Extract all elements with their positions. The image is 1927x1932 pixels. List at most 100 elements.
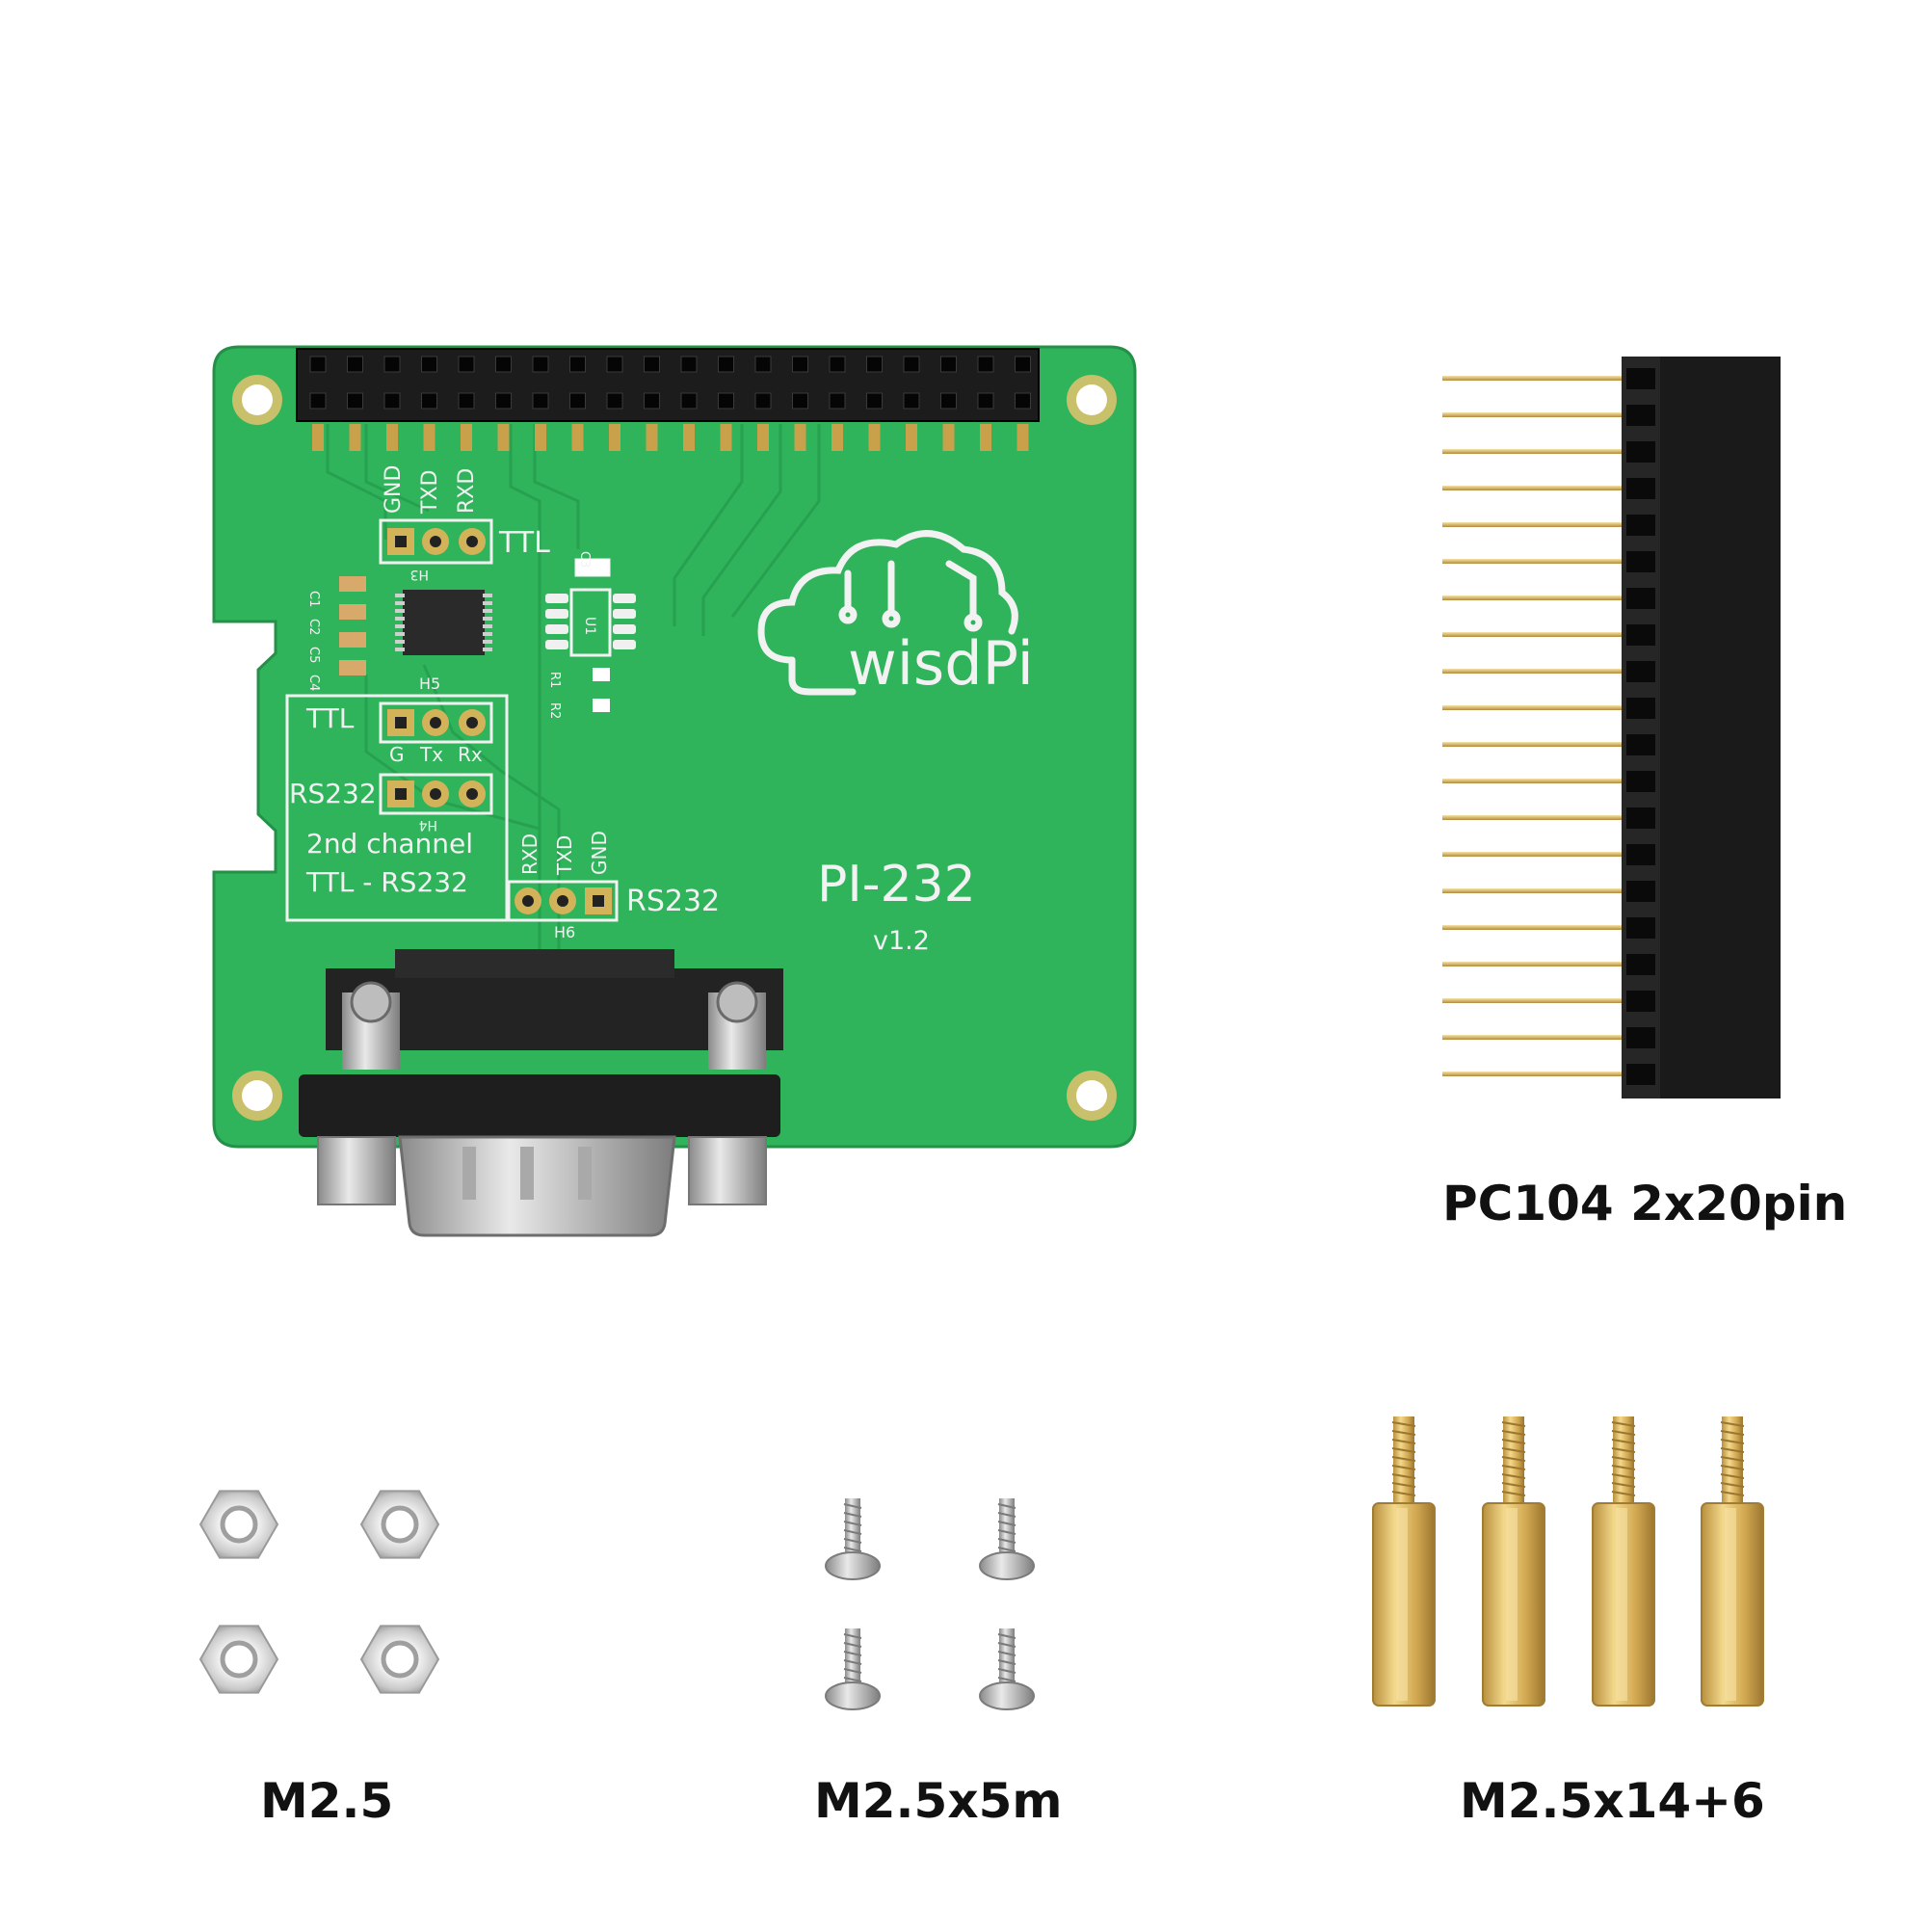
- standoffs-group: [1372, 1416, 1764, 1707]
- standoff-thread-line: [1720, 1456, 1745, 1462]
- standoff-thread-line: [1501, 1482, 1526, 1488]
- pc104-slot: [1626, 807, 1655, 829]
- standoff-thread-line: [1391, 1482, 1416, 1488]
- gpio-solder: [868, 424, 881, 451]
- standoff-highlight: [1506, 1508, 1518, 1701]
- gpio-solder: [757, 424, 769, 451]
- gpio-socket: [792, 392, 808, 410]
- ic-pin: [483, 617, 492, 621]
- pc104-pin: [1442, 376, 1625, 381]
- ic-pin: [395, 609, 405, 613]
- gpio-socket: [532, 356, 549, 373]
- screw-thread: [843, 1677, 862, 1682]
- nut-hole: [220, 1505, 258, 1544]
- pc104-slot: [1626, 954, 1655, 975]
- pc104-slot: [1626, 515, 1655, 536]
- ic-pin: [395, 640, 405, 644]
- gpio-socket: [495, 392, 512, 410]
- gpio-solder: [461, 424, 472, 451]
- pc104-pin: [1442, 595, 1625, 600]
- standoff-thread-line: [1391, 1491, 1416, 1496]
- pc104-slot: [1626, 551, 1655, 572]
- h3-ref: H3: [410, 567, 429, 582]
- gpio-solder: [386, 424, 398, 451]
- cap-c1: C1: [306, 591, 321, 607]
- rs232-ic: [395, 590, 492, 655]
- standoff-thread-line: [1611, 1456, 1636, 1462]
- ic-pin: [483, 624, 492, 628]
- ic-pin: [483, 594, 492, 597]
- pc104-slot: [1626, 1027, 1655, 1048]
- board-version: v1.2: [873, 926, 930, 956]
- pc104-pin: [1442, 449, 1625, 454]
- standoff-thread-line: [1720, 1465, 1745, 1470]
- h5-pin-tx: Tx: [419, 743, 443, 766]
- pc104-slot: [1626, 368, 1655, 389]
- pc104-slot: [1626, 734, 1655, 755]
- standoff-thread-line: [1391, 1430, 1416, 1436]
- silkscreen: GND TXD RXD TTL H3 C1 C2 C3 C5 C4 U1 R1 …: [289, 465, 1034, 956]
- cap-c3: C3: [577, 551, 592, 568]
- gpio-solder: [349, 424, 361, 451]
- standoff-thread-line: [1611, 1491, 1636, 1496]
- h5-pin-g: G: [389, 743, 405, 766]
- board-model: PI-232: [817, 856, 976, 913]
- pc104-slot: [1626, 1064, 1655, 1085]
- screw-thread: [997, 1521, 1016, 1526]
- standoff-thread-line: [1611, 1447, 1636, 1453]
- ic-pin: [395, 601, 405, 605]
- ic-pin: [483, 640, 492, 644]
- capacitors: [339, 558, 611, 712]
- pc104-pin: [1442, 632, 1625, 637]
- gpio-socket: [903, 356, 920, 373]
- screw-head: [979, 1681, 1035, 1710]
- res-r1: R1: [547, 672, 562, 688]
- u1-ic: [545, 588, 636, 657]
- screw-thread: [997, 1633, 1016, 1639]
- gpio-socket: [718, 356, 734, 373]
- gpio-socket: [829, 356, 846, 373]
- h5-ref: H5: [419, 675, 440, 693]
- standoff-thread-line: [1720, 1491, 1745, 1496]
- screw-thread: [843, 1651, 862, 1656]
- screw-thread: [843, 1547, 862, 1552]
- label-pc104-header: PC104 2x20pin: [1442, 1176, 1848, 1231]
- standoff-thread-line: [1611, 1465, 1636, 1470]
- gpio-solder: [906, 424, 917, 451]
- pc104-slot: [1626, 588, 1655, 609]
- gpio-solder: [497, 424, 510, 451]
- gpio-socket: [829, 392, 846, 410]
- h3-label-txd: TXD: [418, 470, 442, 515]
- screw-thread: [843, 1521, 862, 1526]
- gpio-socket: [754, 356, 772, 373]
- h4-ref: H4: [418, 817, 437, 833]
- screw-thread: [843, 1538, 862, 1544]
- u1-ref: U1: [582, 617, 597, 635]
- h3-tag: TTL: [498, 526, 550, 560]
- nut-hole: [381, 1640, 419, 1679]
- pc104-slot: [1626, 624, 1655, 646]
- header-h6: [507, 880, 619, 922]
- screw-thread: [843, 1512, 862, 1518]
- gpio-solder: [1016, 424, 1029, 451]
- screw-thread: [997, 1651, 1016, 1656]
- label-standoffs: M2.5x14+6: [1460, 1773, 1765, 1829]
- ic-pin: [395, 617, 405, 621]
- pc104-pin: [1442, 412, 1625, 417]
- pc104-pin: [1442, 1072, 1625, 1076]
- screw-thread: [997, 1547, 1016, 1552]
- screw-thread: [843, 1659, 862, 1665]
- gpio-socket: [866, 392, 883, 410]
- screw-head: [825, 1681, 881, 1710]
- box-line-1: 2nd channel: [306, 828, 473, 860]
- pc104-slot: [1626, 478, 1655, 499]
- gpio-socket: [977, 356, 994, 373]
- gpio-socket: [866, 356, 883, 373]
- gpio-socket: [903, 392, 920, 410]
- gpio-socket: [421, 356, 437, 373]
- gpio-socket: [606, 392, 623, 410]
- h3-label-rxd: RXD: [455, 468, 479, 514]
- u1-pad: [613, 624, 636, 634]
- u1-pad: [545, 594, 568, 603]
